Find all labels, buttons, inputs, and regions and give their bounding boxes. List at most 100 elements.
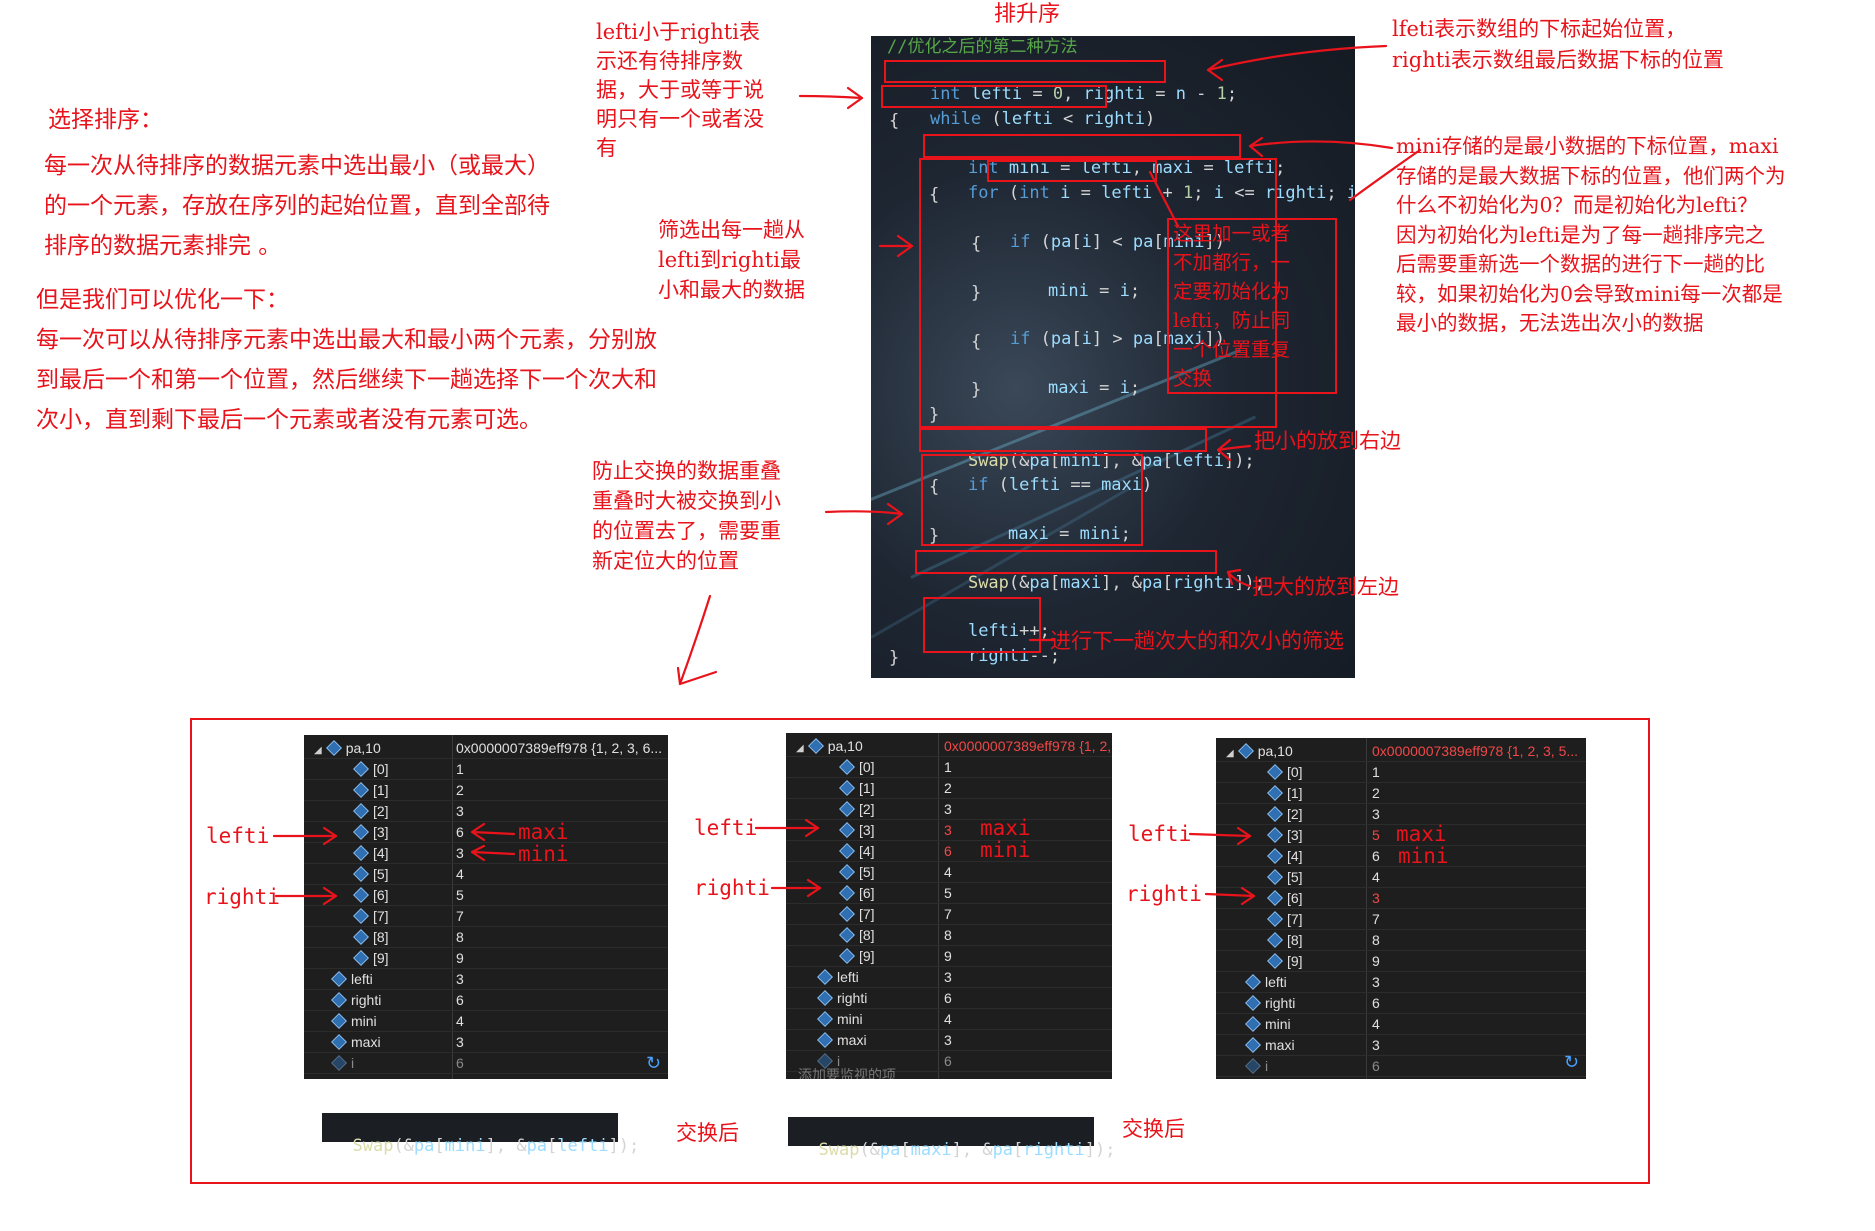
watch-add-item[interactable]: 添加要监视的项 xyxy=(798,1067,896,1079)
watch-array-element-row[interactable]: [6]3 xyxy=(1216,888,1586,909)
watch-array-element-row[interactable]: [4]6 xyxy=(786,841,1112,862)
watch-row-header[interactable]: ◢pa,10 0x0000007389eff978 {1, 2, xyxy=(786,736,1112,757)
watch-array-element-row[interactable]: [0]1 xyxy=(304,759,668,780)
watch-array-element-row[interactable]: [9]9 xyxy=(786,946,1112,967)
watch-array-element-row[interactable]: [2]3 xyxy=(304,801,668,822)
swap-strip-max: Swap(&pa[maxi], &pa[righti]); xyxy=(788,1117,1115,1160)
watch-item-value: 6 xyxy=(456,992,464,1008)
code-brace: } xyxy=(971,380,982,400)
watch-array-element-row[interactable]: [2]3 xyxy=(1216,804,1586,825)
watch-array-element-row[interactable]: [0]1 xyxy=(786,757,1112,778)
watch-window-3[interactable]: ◢pa,10 0x0000007389eff978 {1, 2, 3, 5...… xyxy=(1216,738,1586,1079)
code-brace: { xyxy=(929,185,940,205)
watch-item-value: 4 xyxy=(944,864,952,880)
refresh-icon[interactable]: ↻ xyxy=(1564,1052,1580,1072)
watch-array-element-row[interactable]: [1]2 xyxy=(786,778,1112,799)
watch-item-name: [2] xyxy=(1287,806,1303,822)
watch-item-value: 6 xyxy=(456,824,464,840)
watch-item-value: 5 xyxy=(456,887,464,903)
watch-array-element-row[interactable]: [0]1 xyxy=(1216,762,1586,783)
watch-item-name: [2] xyxy=(373,803,389,819)
watch-item-name: [6] xyxy=(1287,890,1303,906)
watch-array-element-row[interactable]: [5]4 xyxy=(1216,867,1586,888)
watch-array-element-row[interactable]: [6]5 xyxy=(304,885,668,906)
watch-item-name: mini xyxy=(351,1013,377,1029)
highlight-swap-min xyxy=(919,428,1207,452)
watch-array-element-row[interactable]: [5]4 xyxy=(786,862,1112,883)
watch-item-value: 4 xyxy=(456,1013,464,1029)
label-lefti-2: lefti xyxy=(694,816,758,840)
watch-array-element-row[interactable]: [8]8 xyxy=(786,925,1112,946)
watch-array-element-row[interactable]: [7]7 xyxy=(786,904,1112,925)
watch-variable-row[interactable]: mini 4 xyxy=(304,1011,668,1032)
watch-item-value: 6 xyxy=(944,990,952,1006)
watch-item-value: 6 xyxy=(1372,1058,1380,1074)
code-line-if-overlap: if (lefti == maxi) xyxy=(967,475,1153,495)
arrow-to-mini-maxi xyxy=(1248,140,1394,150)
watch-item-name: lefti xyxy=(1265,974,1287,990)
watch-array-element-row[interactable]: [2]3 xyxy=(786,799,1112,820)
watch-item-name: i xyxy=(837,1053,841,1069)
watch-array-element-row[interactable]: [6]5 xyxy=(786,883,1112,904)
highlight-swap-max xyxy=(915,550,1217,574)
arrow-to-if-overlap xyxy=(824,510,904,516)
watch-item-value: 7 xyxy=(944,906,952,922)
expand-triangle-icon[interactable]: ◢ xyxy=(314,745,322,756)
annotation-lefti-lt-righti: lefti小于righti表 示还有待排序数 据，大于或等于说 明只有一个或者没… xyxy=(596,20,764,160)
code-line-maxi-assign: maxi = i; xyxy=(1047,378,1141,398)
refresh-icon[interactable]: ↻ xyxy=(646,1053,662,1073)
watch-item-value: 4 xyxy=(1372,1016,1380,1032)
watch-array-element-row[interactable]: [5]4 xyxy=(304,864,668,885)
watch-item-value: 3 xyxy=(456,971,464,987)
intro-title: 选择排序： xyxy=(48,107,163,133)
watch-window-1[interactable]: ◢pa,10 0x0000007389eff978 {1, 2, 3, 6...… xyxy=(304,735,668,1079)
expand-triangle-icon[interactable]: ◢ xyxy=(1226,748,1234,759)
watch-array-element-row[interactable]: [9]9 xyxy=(1216,951,1586,972)
watch-array-element-row[interactable]: [1]2 xyxy=(1216,783,1586,804)
watch-item-name: maxi xyxy=(351,1034,381,1050)
watch-array-element-row[interactable]: [3]5 xyxy=(1216,825,1586,846)
watch-item-name: maxi xyxy=(1265,1037,1295,1053)
watch-array-element-row[interactable]: [1]2 xyxy=(304,780,668,801)
watch-item-value: 3 xyxy=(944,801,952,817)
watch-array-element-row[interactable]: [7]7 xyxy=(304,906,668,927)
watch-item-value: 3 xyxy=(1372,1037,1380,1053)
watch-variable-row[interactable]: righti 6 xyxy=(786,988,1112,1009)
watch-row-header[interactable]: ◢pa,10 0x0000007389eff978 {1, 2, 3, 5... xyxy=(1216,741,1586,762)
watch-array-element-row[interactable]: [8]8 xyxy=(304,927,668,948)
watch-array-element-row[interactable]: [8]8 xyxy=(1216,930,1586,951)
watch-item-name: righti xyxy=(837,990,868,1006)
intro-paragraph-1: 每一次从待排序的数据元素中选出最小（或最大） 的一个元素，存放在序列的起始位置，… xyxy=(44,146,550,266)
watch-array-element-row[interactable]: [9]9 xyxy=(304,948,668,969)
watch-window-2[interactable]: ◢pa,10 0x0000007389eff978 {1, 2, [0]1[1]… xyxy=(786,733,1112,1079)
watch-array-element-row[interactable]: [4]3 xyxy=(304,843,668,864)
watch-array-element-row[interactable]: [3]3 xyxy=(786,820,1112,841)
watch-array-element-row[interactable]: [4]6 xyxy=(1216,846,1586,867)
intro-p2-line: 但是我们可以优化一下： xyxy=(36,287,289,313)
label-lefti-3: lefti xyxy=(1128,822,1192,846)
watch-array-element-row[interactable]: [3] 6 xyxy=(304,822,668,843)
annotation-plus-one: 这里加一或者 不加都行，一 定要初始化为 lefti，防止同 一个位置重复 交换 xyxy=(1173,222,1291,390)
watch-item-value: 6 xyxy=(944,1053,952,1069)
expand-triangle-icon[interactable]: ◢ xyxy=(796,743,804,754)
watch-row-header[interactable]: ◢pa,10 0x0000007389eff978 {1, 2, 3, 6... xyxy=(304,738,668,759)
watch-array-element-row[interactable]: [7]7 xyxy=(1216,909,1586,930)
watch-item-value: 8 xyxy=(944,927,952,943)
code-brace: { xyxy=(929,477,940,497)
watch-variable-row[interactable]: maxi 3 xyxy=(1216,1035,1586,1056)
watch-item-name: [1] xyxy=(1287,785,1303,801)
arrow-to-while xyxy=(798,94,864,100)
watch-item-name: [3] xyxy=(373,824,389,840)
